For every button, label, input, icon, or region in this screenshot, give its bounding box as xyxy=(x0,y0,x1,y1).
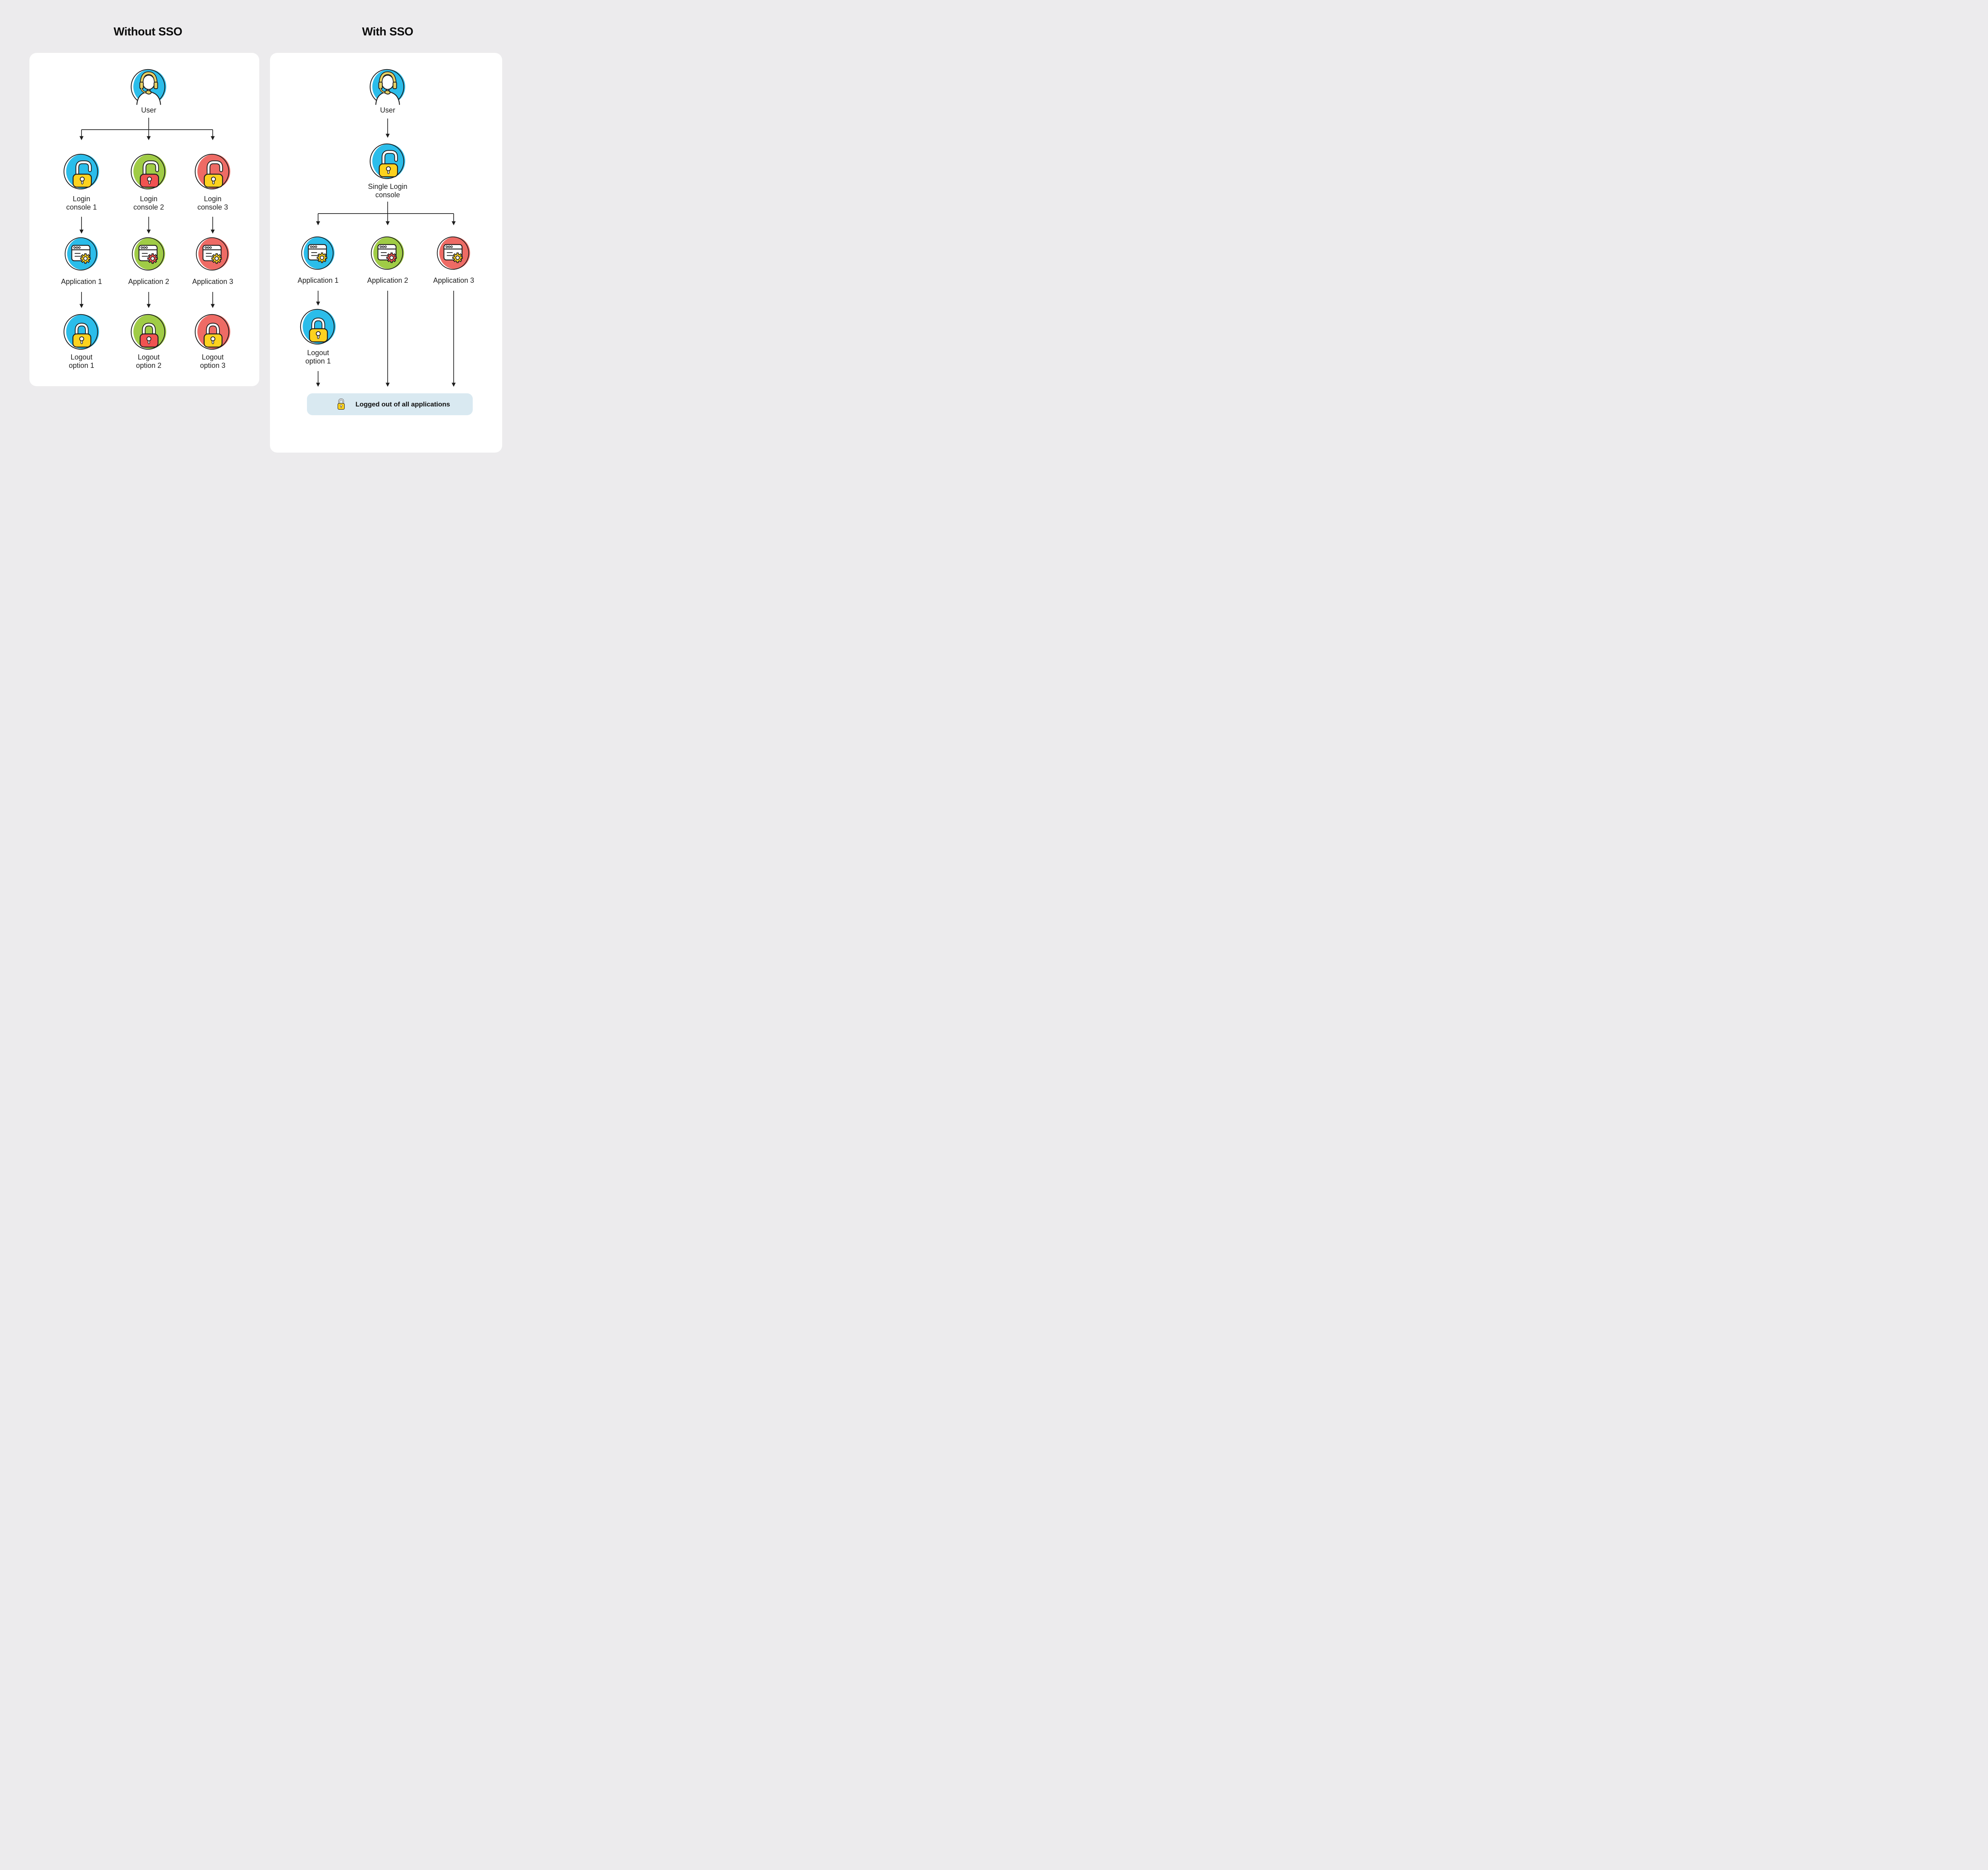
login-console-1-label: Login console 1 xyxy=(66,195,97,212)
user-label: User xyxy=(380,106,396,114)
unlock-icon xyxy=(369,142,406,180)
lock-icon xyxy=(194,313,231,351)
sso-comparison-diagram: Without SSO With SSO User xyxy=(0,0,532,468)
logout-banner: Logged out of all applications xyxy=(307,393,473,415)
unlock-icon xyxy=(63,152,100,190)
application-1-node xyxy=(64,236,99,274)
login-console-1-node xyxy=(63,152,100,192)
label-line: console xyxy=(375,191,400,199)
label-line: Logout xyxy=(202,353,224,361)
user-node xyxy=(130,68,167,108)
label-line: option 2 xyxy=(136,362,162,369)
lock-icon xyxy=(300,307,336,346)
label-line: Login xyxy=(72,195,91,203)
lock-icon xyxy=(63,313,100,351)
app-window-gear-icon xyxy=(301,235,335,271)
banner-text: Logged out of all applications xyxy=(355,400,450,408)
single-login-console-node xyxy=(369,142,406,182)
logout-option-1-node xyxy=(63,313,100,353)
application-3-label: Application 3 xyxy=(433,276,474,284)
logout-option-3-label: Logout option 3 xyxy=(200,353,225,370)
label-line: Logout xyxy=(138,353,160,361)
login-console-2-label: Login console 2 xyxy=(133,195,164,212)
logout-option-1-label: Logout option 1 xyxy=(69,353,94,370)
application-3-node xyxy=(437,235,471,273)
logout-option-2-label: Logout option 2 xyxy=(136,353,161,370)
application-2-label: Application 2 xyxy=(128,278,169,286)
label-line: Single Login xyxy=(368,183,408,190)
label-line: console 3 xyxy=(197,203,228,211)
single-login-console-label: Single Login console xyxy=(368,183,407,199)
app-window-gear-icon xyxy=(64,236,99,272)
label-line: Logout xyxy=(70,353,93,361)
application-3-node xyxy=(196,236,230,274)
logout-option-2-node xyxy=(130,313,167,353)
logout-option-1-label: Logout option 1 xyxy=(305,349,331,365)
login-console-3-label: Login console 3 xyxy=(197,195,228,212)
user-node xyxy=(369,68,406,108)
app-window-gear-icon xyxy=(132,236,166,272)
right-title: With SSO xyxy=(362,25,414,38)
label-line: option 1 xyxy=(305,357,331,365)
logout-option-3-node xyxy=(194,313,231,353)
lock-icon xyxy=(130,313,167,351)
user-headset-icon xyxy=(130,68,167,106)
with-sso-panel: User Single Login console Application 1 … xyxy=(270,53,502,453)
login-console-2-node xyxy=(130,152,167,192)
application-2-node xyxy=(371,235,405,273)
app-window-gear-icon xyxy=(437,235,471,271)
user-headset-icon xyxy=(369,68,406,106)
application-3-label: Application 3 xyxy=(192,278,233,286)
application-1-node xyxy=(301,235,335,273)
label-line: Login xyxy=(204,195,222,203)
app-window-gear-icon xyxy=(371,235,405,271)
unlock-icon xyxy=(194,152,231,190)
label-line: console 2 xyxy=(133,203,164,211)
application-1-label: Application 1 xyxy=(297,276,339,284)
label-line: option 1 xyxy=(68,362,95,369)
label-line: Login xyxy=(140,195,158,203)
lock-icon xyxy=(336,397,347,412)
label-line: Logout xyxy=(307,349,329,357)
user-label: User xyxy=(141,106,157,114)
application-2-node xyxy=(132,236,166,274)
label-line: option 3 xyxy=(200,362,226,369)
application-2-label: Application 2 xyxy=(367,276,408,284)
login-console-3-node xyxy=(194,152,231,192)
logout-option-1-node xyxy=(300,307,336,348)
unlock-icon xyxy=(130,152,167,190)
label-line: console 1 xyxy=(66,203,97,211)
left-title: Without SSO xyxy=(113,25,182,38)
app-window-gear-icon xyxy=(196,236,230,272)
without-sso-panel: User Login console 1 Login console 2 Log… xyxy=(29,53,259,386)
application-1-label: Application 1 xyxy=(61,278,102,286)
